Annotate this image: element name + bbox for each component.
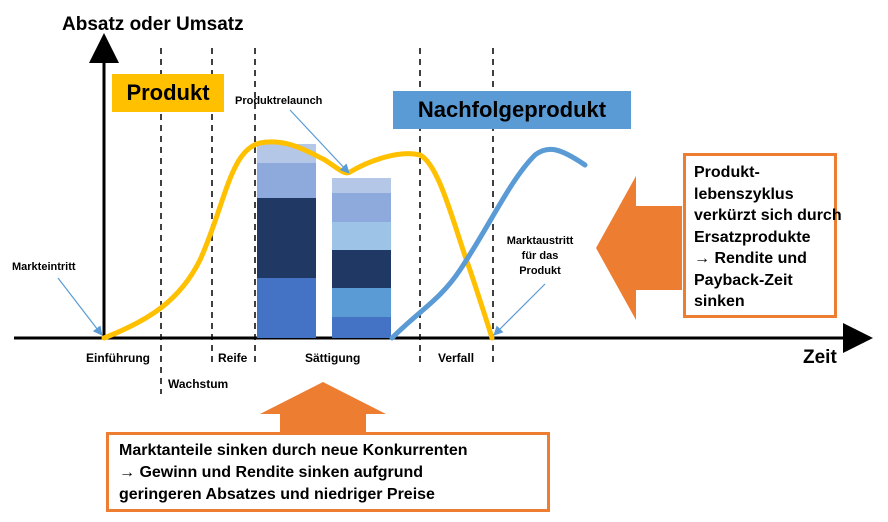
- lifecycle-note-line-1: Produkt-: [694, 164, 760, 181]
- successor-label-box: Nachfolgeprodukt: [393, 91, 631, 129]
- phase-label-wachstum: Wachstum: [168, 377, 228, 391]
- lifecycle-note-line-5: → Rendite und: [694, 250, 807, 267]
- market-exit-label-3: Produkt: [519, 265, 561, 277]
- market-entry-label: Markteintritt: [12, 261, 76, 273]
- relaunch-pointer: [289, 109, 350, 174]
- market-share-stack-1: [257, 144, 316, 338]
- stack1-segment-3: [257, 163, 316, 198]
- lifecycle-note-line-2: lebenszyklus: [694, 185, 794, 203]
- stack2-segment-5: [332, 193, 391, 222]
- market-share-note-line-3: geringeren Absatzes und niedriger Preise: [119, 486, 435, 503]
- phase-label-saettigung: Sättigung: [305, 351, 360, 365]
- phase-label-reife: Reife: [218, 351, 248, 365]
- stack1-segment-1: [257, 278, 316, 338]
- product-label: Produkt: [126, 80, 210, 105]
- lifecycle-note-line-3: verkürzt sich durch: [694, 207, 842, 224]
- shortened-lifecycle-arrow: [596, 176, 682, 320]
- stack2-segment-6: [332, 178, 391, 193]
- lifecycle-note-line-4: Ersatzprodukte: [694, 228, 811, 246]
- successor-curve: [389, 146, 588, 341]
- market-exit-label-1: Marktaustritt: [507, 235, 574, 247]
- market-share-note-line-1: Marktanteile sinken durch neue Konkurren…: [119, 442, 468, 459]
- phase-label-einfuehrung: Einführung: [86, 351, 150, 365]
- market-share-note-line-2: → Gewinn und Rendite sinken aufgrund: [119, 464, 424, 481]
- stack2-segment-2: [332, 288, 391, 317]
- stack2-segment-3: [332, 250, 391, 288]
- y-axis-label: Absatz oder Umsatz: [62, 14, 244, 35]
- product-curve: [101, 139, 495, 341]
- phase-label-verfall: Verfall: [438, 351, 474, 365]
- market-exit-pointer: [493, 283, 546, 336]
- lifecycle-note-line-6: Payback-Zeit: [694, 271, 793, 289]
- market-entry-pointer: [57, 277, 103, 336]
- stack2-segment-4: [332, 222, 391, 250]
- relaunch-label: Produktrelaunch: [235, 95, 323, 107]
- successor-label: Nachfolgeprodukt: [417, 97, 607, 122]
- lifecycle-note-box: Produkt- lebenszyklus verkürzt sich durc…: [683, 153, 842, 318]
- stack1-segment-2: [257, 198, 316, 278]
- stack2-segment-1: [332, 317, 391, 338]
- market-share-stack-2: [332, 178, 391, 338]
- market-exit-label-2: für das: [522, 250, 559, 262]
- x-axis-label: Zeit: [803, 347, 837, 368]
- market-share-note-box: Marktanteile sinken durch neue Konkurren…: [106, 432, 550, 512]
- product-label-box: Produkt: [112, 74, 224, 112]
- lifecycle-note-line-7: sinken: [694, 293, 745, 310]
- market-share-arrow: [260, 382, 386, 432]
